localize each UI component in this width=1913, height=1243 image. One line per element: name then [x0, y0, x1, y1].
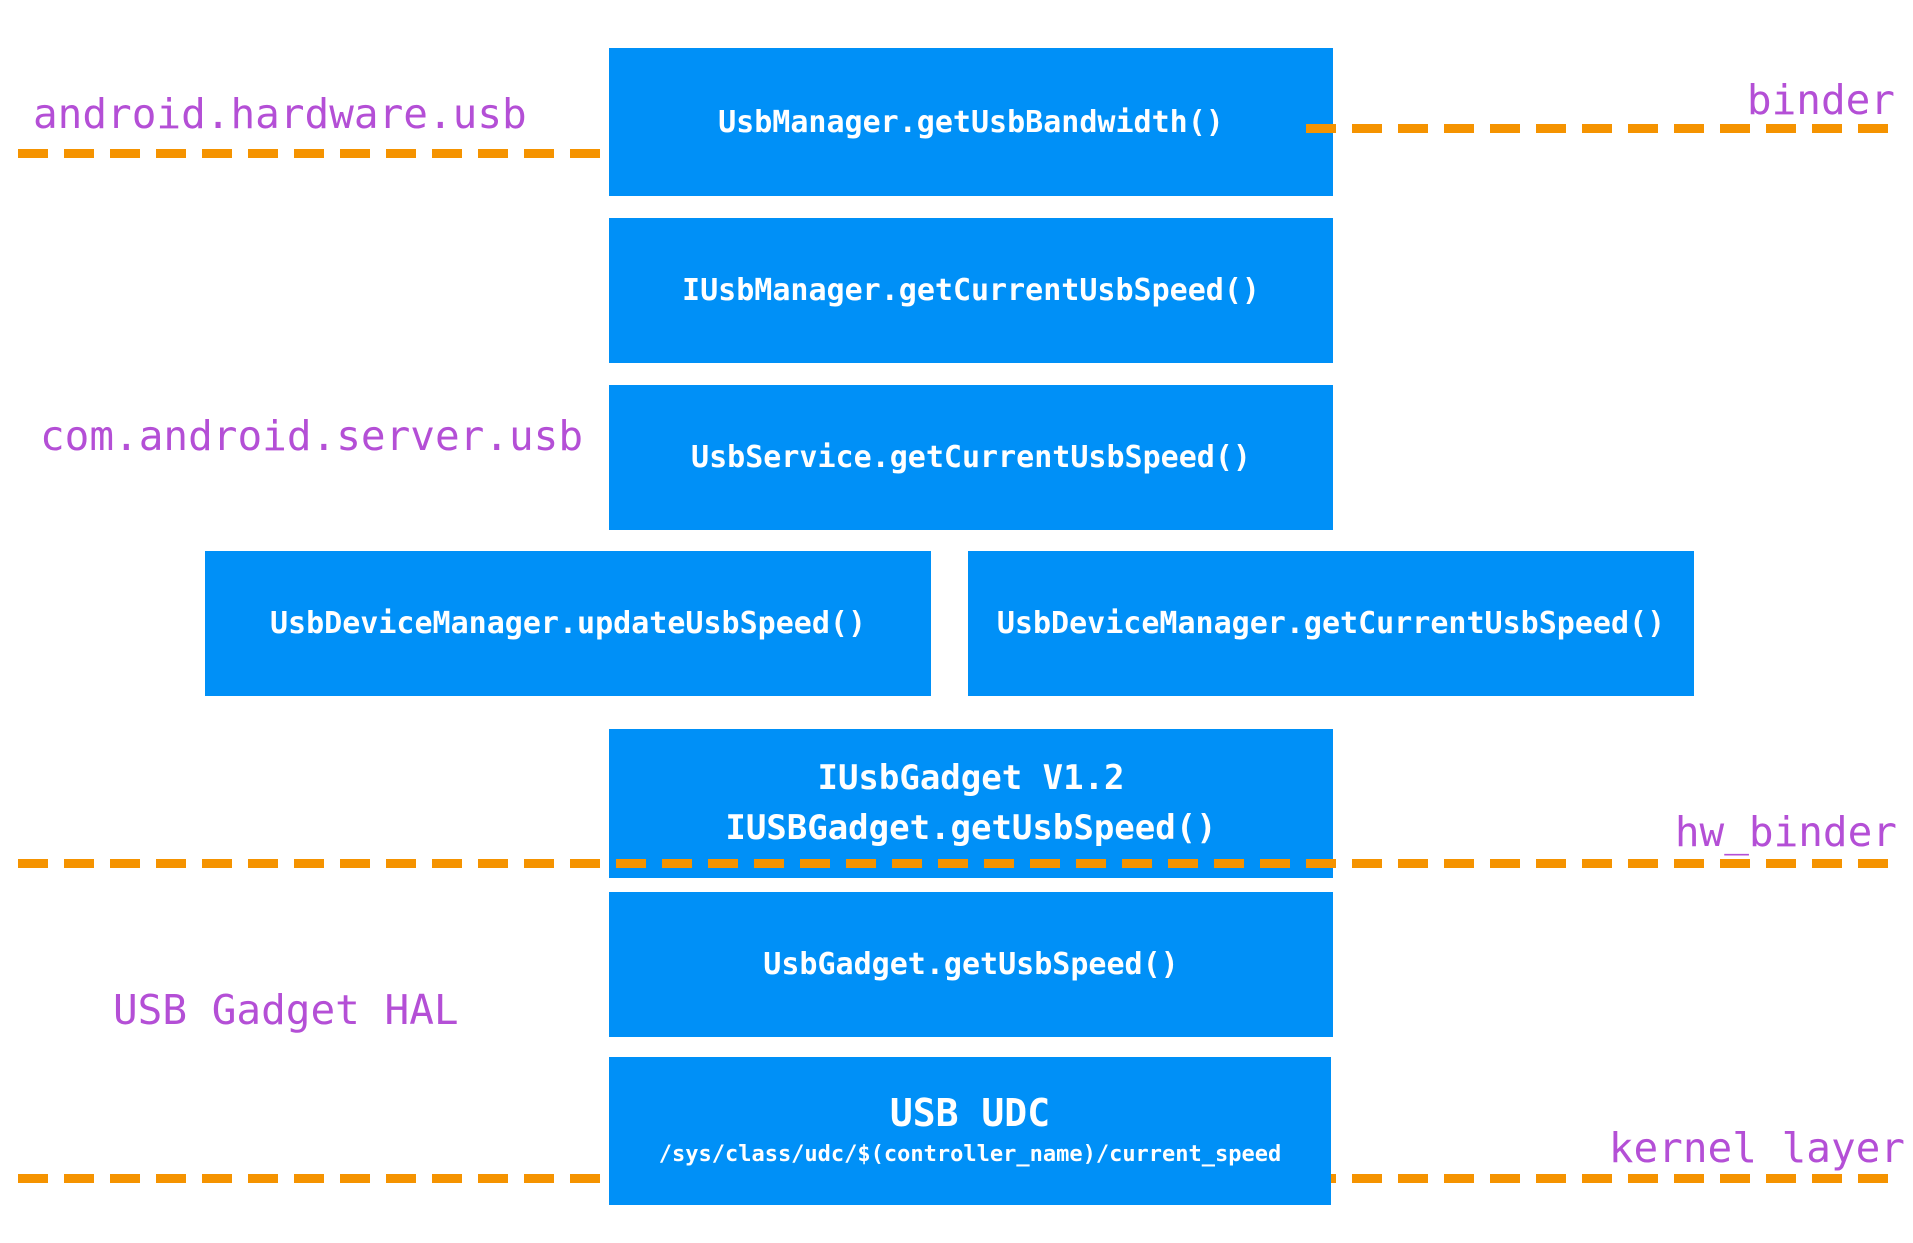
box-usb-udc-sysfs-path: /sys/class/udc/$(controller_name)/curren…	[658, 1141, 1282, 1167]
box-usbdevicemanager-get-label: UsbDeviceManager.getCurrentUsbSpeed()	[996, 606, 1666, 641]
box-iusbmanager-label: IUsbManager.getCurrentUsbSpeed()	[682, 273, 1260, 308]
box-usbgadget-label: UsbGadget.getUsbSpeed()	[763, 947, 1179, 982]
box-usbmanager-label: UsbManager.getUsbBandwidth()	[718, 104, 1224, 140]
box-usbgadget-getusbspeed: UsbGadget.getUsbSpeed()	[609, 892, 1333, 1037]
layer-label-kernel-layer: kernel layer	[1608, 1124, 1905, 1172]
box-usbdevicemanager-update-label: UsbDeviceManager.updateUsbSpeed()	[269, 606, 867, 641]
box-usb-udc-title: USB UDC	[889, 1090, 1051, 1135]
box-usb-udc: USB UDC /sys/class/udc/$(controller_name…	[609, 1057, 1331, 1205]
box-usbdevicemanager-getcurrentusbspeed: UsbDeviceManager.getCurrentUsbSpeed()	[968, 551, 1694, 696]
box-usbdevicemanager-updateusbspeed: UsbDeviceManager.updateUsbSpeed()	[205, 551, 931, 696]
layer-label-binder: binder	[1746, 76, 1895, 124]
box-iusbgadget-version-label: IUsbGadget V1.2	[817, 758, 1125, 799]
hw-binder-boundary-line	[18, 859, 1901, 868]
layer-label-android-hardware-usb: android.hardware.usb	[33, 90, 527, 138]
layer-label-com-android-server-usb: com.android.server.usb	[40, 412, 584, 460]
box-iusbmanager-getcurrentusbspeed: IUsbManager.getCurrentUsbSpeed()	[609, 218, 1333, 363]
layer-label-usb-gadget-hal: USB Gadget HAL	[113, 986, 459, 1034]
layer-label-hw-binder: hw_binder	[1674, 808, 1897, 856]
box-iusbgadget-getusbspeed: IUsbGadget V1.2 IUSBGadget.getUsbSpeed()	[609, 729, 1333, 878]
binder-boundary-line-right	[1306, 124, 1901, 133]
box-usbmanager-getusbbandwidth: UsbManager.getUsbBandwidth()	[609, 48, 1333, 196]
binder-boundary-line-left	[18, 149, 609, 158]
box-iusbgadget-call-label: IUSBGadget.getUsbSpeed()	[725, 807, 1217, 848]
box-usbservice-getcurrentusbspeed: UsbService.getCurrentUsbSpeed()	[609, 385, 1333, 530]
box-usbservice-label: UsbService.getCurrentUsbSpeed()	[691, 440, 1251, 475]
